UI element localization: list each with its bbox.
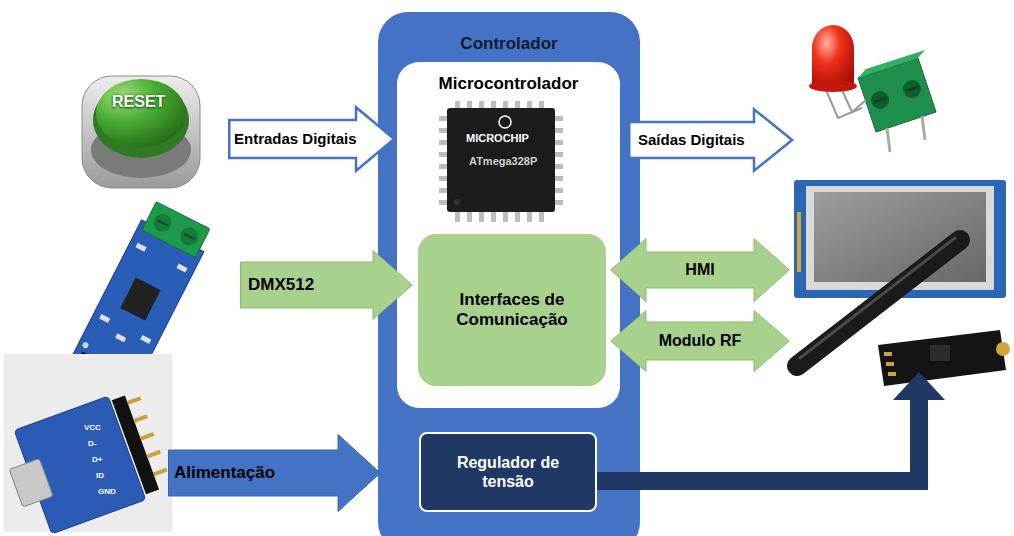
hmi-arrow: HMI <box>610 238 790 302</box>
usb-module <box>0 354 174 536</box>
node-text: Microcontrolador <box>397 74 620 94</box>
node-text: Alimentação <box>174 463 275 483</box>
pin-label: D+ <box>92 456 102 465</box>
node-text: HMI <box>685 260 714 279</box>
arrow-outline <box>611 311 790 372</box>
pin-label: VCC <box>84 424 101 433</box>
bus-arrow: DMX512 <box>240 250 413 320</box>
chip-brand: MICROCHIP <box>466 132 529 144</box>
arrow-outline <box>169 435 381 512</box>
reset-button <box>82 76 200 188</box>
microcontroller-box: MicrocontroladorInterfaces de Comunicaçã… <box>397 62 620 408</box>
button-label: RESET <box>112 93 165 111</box>
pin-label: ID <box>96 472 104 481</box>
power-arrow: Alimentação <box>168 434 381 512</box>
input-arrow: Entradas Digitais <box>228 106 396 172</box>
output-arrow: Saídas Digitais <box>628 108 794 172</box>
interface-box: Interfaces de Comunicação <box>418 234 606 386</box>
node-text: Saídas Digitais <box>638 131 745 149</box>
rf-module <box>797 238 1010 386</box>
controller-box: Controlador MicrocontroladorInterfaces d… <box>378 12 640 536</box>
rf-arrow: Modulo RF <box>610 310 790 372</box>
arrow-outline <box>629 109 792 171</box>
node-text: Regulador de tensão <box>431 453 585 491</box>
pin-label: D- <box>88 440 96 449</box>
node-text: DMX512 <box>248 275 314 295</box>
led-and-terminal <box>809 25 936 152</box>
regulator-box: Regulador de tensão <box>419 432 597 512</box>
node-text: Modulo RF <box>659 331 742 350</box>
node-text: Entradas Digitais <box>234 130 357 148</box>
pin-label: GND <box>98 488 116 497</box>
chip-part-number: ATmega328P <box>469 155 537 167</box>
arrow-outline <box>229 107 394 171</box>
arrow-outline <box>611 239 790 302</box>
node-text: Controlador <box>378 34 640 54</box>
node-text: Interfaces de Comunicação <box>432 290 592 331</box>
